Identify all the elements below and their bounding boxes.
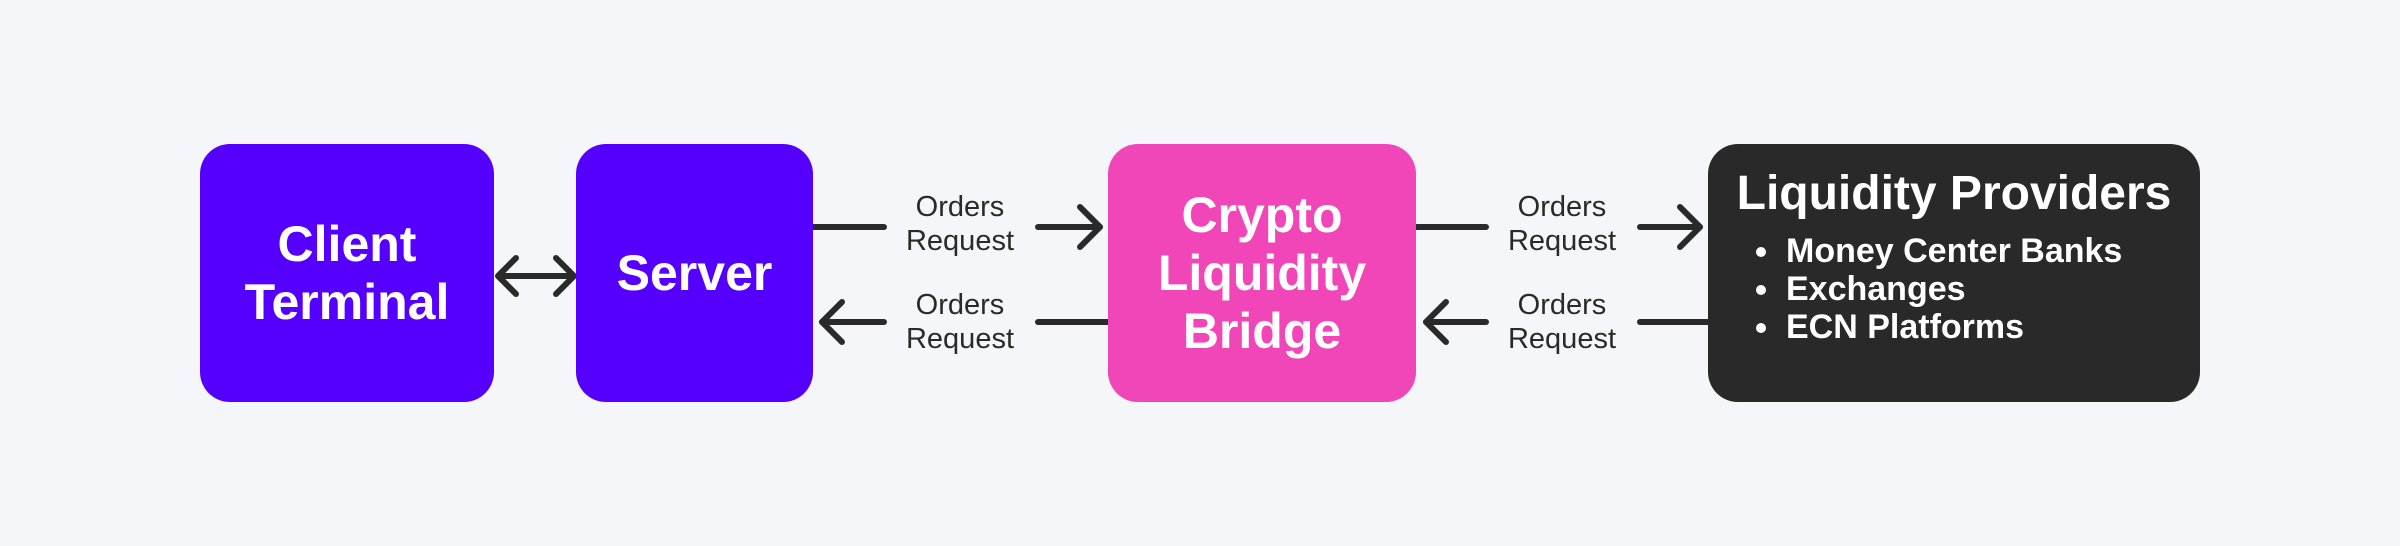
node-title-line: Crypto [1181,187,1343,243]
list-item: Exchanges [1752,270,2122,308]
node-title: Liquidity Providers [1736,167,2172,220]
edge-label-server-to-bridge: Orders Request [880,190,1040,258]
node-title-line: Client [277,216,417,272]
edge-label-line: Orders [1517,191,1607,223]
liquidity-providers-node: Liquidity Providers Money Center Banks E… [1708,144,2200,402]
crypto-liquidity-bridge-node: Crypto Liquidity Bridge [1108,144,1416,402]
bridge-to-server-arrow [819,299,1111,345]
providers-list: Money Center Banks Exchanges ECN Platfor… [1708,232,2122,346]
node-title: Crypto Liquidity Bridge [1158,186,1366,360]
edge-label-line: Orders [915,289,1005,321]
edge-label-line: Request [1507,225,1616,257]
edge-label-providers-to-bridge: Orders Request [1482,288,1642,356]
edge-label-line: Request [905,323,1014,355]
server-to-bridge-arrow [810,204,1103,250]
node-title: Client Terminal [245,215,450,331]
list-item: Money Center Banks [1752,232,2122,270]
node-title-line: Bridge [1182,303,1342,359]
client-terminal-node: Client Terminal [200,144,494,402]
bridge-to-providers-arrow [1413,204,1703,250]
edge-label-line: Orders [1517,289,1607,321]
edge-label-line: Request [905,225,1014,257]
node-title-line: Terminal [244,274,450,330]
edge-label-line: Request [1507,323,1616,355]
edge-label-line: Orders [915,191,1005,223]
server-node: Server [576,144,813,402]
providers-to-bridge-arrow [1423,299,1711,345]
edge-label-bridge-to-providers: Orders Request [1482,190,1642,258]
node-title: Server [617,244,773,302]
node-title-line: Liquidity [1157,245,1367,301]
client-server-bidirectional-arrow [495,255,577,297]
node-title-line: Server [616,245,773,301]
list-item: ECN Platforms [1752,308,2122,346]
edge-label-bridge-to-server: Orders Request [880,288,1040,356]
